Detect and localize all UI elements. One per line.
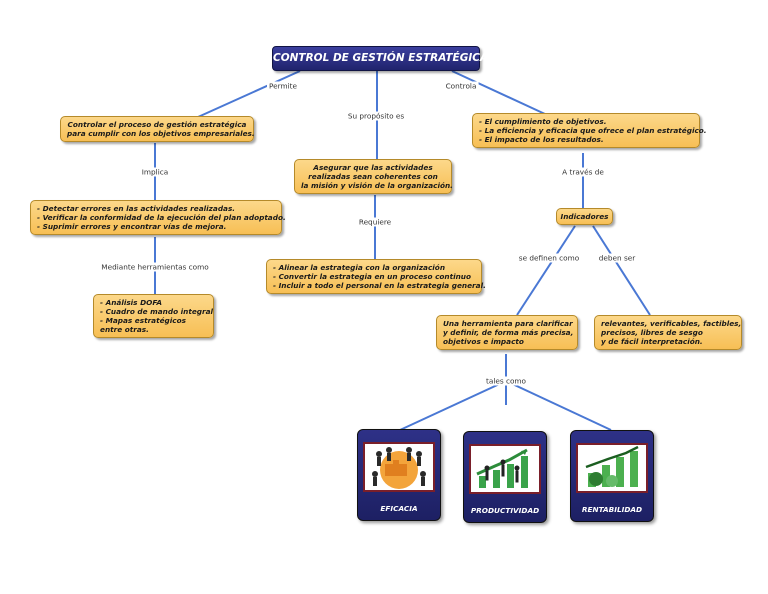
link-label-su-proposito: Su propósito es (345, 111, 407, 121)
node-controlar-proceso: Controlar el proceso de gestión estratég… (60, 116, 255, 142)
growth-people-image (469, 444, 541, 494)
node-line: - El impacto de los resultados. (479, 135, 604, 144)
node-line: la misión y visión de la organización. (301, 181, 453, 190)
node-line: - Convertir la estrategia en un proceso … (273, 272, 472, 281)
node-line: - Verificar la conformidad de la ejecuci… (37, 213, 286, 222)
node-line: - Incluir a todo el personal en la estra… (273, 281, 486, 290)
link-label-permite: Permite (267, 81, 299, 91)
node-line: - La eficiencia y eficacia que ofrece el… (479, 126, 707, 135)
node-line: - Mapas estratégicos (100, 316, 186, 325)
link-label-se-definen: se definen como (516, 253, 582, 263)
node-line: - Cuadro de mando integral (100, 307, 214, 316)
node-relevantes: relevantes, verificables, factibles, pre… (594, 315, 742, 350)
link-label-mediante: Mediante herramientas como (99, 262, 211, 272)
node-line: relevantes, verificables, factibles, (601, 319, 742, 328)
card-eficacia: EFICACIA (357, 429, 441, 521)
node-line: Asegurar que las actividades (313, 163, 433, 172)
node-line: para cumplir con los objetivos empresari… (67, 129, 255, 138)
node-line: Indicadores (560, 212, 609, 221)
link-label-deben-ser: deben ser (596, 253, 638, 263)
link-label-tales-como: tales como (483, 376, 529, 386)
node-line: precisos, libres de sesgo (601, 328, 703, 337)
card-rentabilidad: RENTABILIDAD (570, 430, 654, 522)
node-line: y de fácil interpretación. (601, 337, 703, 346)
node-line: Controlar el proceso de gestión estratég… (67, 120, 247, 129)
card-caption: EFICACIA (380, 504, 418, 513)
link-label-implica: Implica (139, 167, 171, 177)
link-label-a-traves-de: A través de (560, 167, 606, 177)
node-alinear-estrategia: - Alinear la estrategia con la organizac… (266, 259, 486, 294)
node-herramientas: - Análisis DOFA - Cuadro de mando integr… (93, 294, 214, 338)
node-line: y definir, de forma más precisa, (443, 328, 574, 337)
node-line: - Detectar errores en las actividades re… (37, 204, 236, 213)
node-line: - Suprimir errores y encontrar vías de m… (37, 222, 227, 231)
node-cumplimiento-objetivos: - El cumplimiento de objetivos. - La efi… (472, 113, 707, 148)
card-caption: RENTABILIDAD (581, 505, 643, 514)
node-detectar-errores: - Detectar errores en las actividades re… (30, 200, 286, 235)
node-line: objetivos e impacto (443, 337, 524, 346)
node-line: entre otras. (100, 325, 149, 334)
card-productividad: PRODUCTIVIDAD (463, 431, 547, 523)
node-line: - Alinear la estrategia con la organizac… (273, 263, 446, 272)
profit-chart-image (576, 443, 648, 493)
node-line: - El cumplimiento de objetivos. (479, 117, 607, 126)
teamwork-puzzle-image (363, 442, 435, 492)
node-line: Una herramienta para clarificar (443, 319, 573, 328)
main-title: CONTROL DE GESTIÓN ESTRATÉGICA (272, 46, 488, 71)
link-label-requiere: Requiere (356, 217, 394, 227)
node-line: - Análisis DOFA (100, 298, 163, 307)
link-label-controla: Controla (443, 81, 479, 91)
node-line: realizadas sean coherentes con (308, 172, 438, 181)
node-indicadores: Indicadores (556, 208, 613, 225)
node-herramienta-definicion: Una herramienta para clarificar y defini… (436, 315, 578, 350)
card-caption: PRODUCTIVIDAD (470, 506, 540, 515)
node-asegurar-actividades: Asegurar que las actividades realizadas … (294, 159, 453, 194)
